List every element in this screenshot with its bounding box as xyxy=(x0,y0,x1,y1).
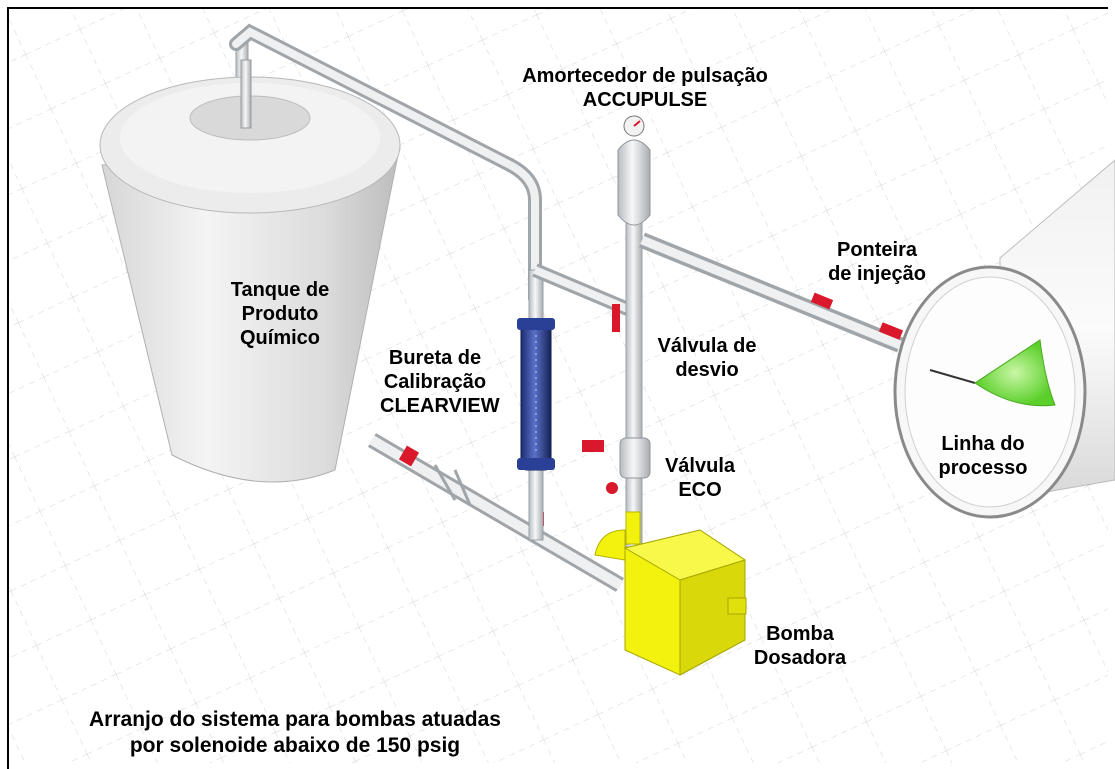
injector-label-line-1: Ponteira xyxy=(836,239,918,261)
eco-valve-label-line-2: ECO xyxy=(678,479,722,501)
burette-label: Bureta de Calibração CLEARVIEW xyxy=(380,346,500,418)
caption-line-2: por solenoide abaixo de 150 psig xyxy=(129,734,461,757)
bypass-line xyxy=(532,263,633,332)
tank-label-line-2: Produto xyxy=(241,303,319,325)
eco-valve-label: Válvula ECO xyxy=(650,454,750,502)
eco-valve-label-line-1: Válvula xyxy=(664,455,736,477)
process-line-label-line-1: Linha do xyxy=(941,433,1025,455)
injector-label: Ponteira de injeção xyxy=(792,238,962,286)
process-line xyxy=(893,159,1115,519)
tank-label-line-3: Químico xyxy=(239,327,320,349)
process-line-label: Linha do processo xyxy=(918,432,1048,480)
pump-label-line-1: Bomba xyxy=(766,623,834,645)
injector-label-line-2: de injeção xyxy=(828,263,926,285)
pump-label-line-2: Dosadora xyxy=(753,647,847,669)
damper-label-line-2: ACCUPULSE xyxy=(582,89,708,111)
diagram-caption: Arranjo do sistema para bombas atuadas p… xyxy=(15,707,575,759)
bypass-valve-label-line-2: desvio xyxy=(675,359,739,381)
tank-label: Tanque de Produto Químico xyxy=(185,278,375,350)
burette-label-line-2: Calibração xyxy=(383,371,487,393)
metering-pump xyxy=(594,511,747,676)
burette-column xyxy=(517,269,555,541)
pump-label: Bomba Dosadora xyxy=(725,622,875,670)
damper-label: Amortecedor de pulsação ACCUPULSE xyxy=(470,64,820,112)
bypass-valve-label: Válvula de desvio xyxy=(632,334,782,382)
process-line-label-line-2: processo xyxy=(938,457,1028,479)
burette-label-line-3: CLEARVIEW xyxy=(380,395,500,417)
chemical-tank xyxy=(99,59,401,483)
injection-line xyxy=(638,232,904,353)
caption-line-1: Arranjo do sistema para bombas atuadas xyxy=(89,708,501,731)
damper-label-line-1: Amortecedor de pulsação xyxy=(522,65,768,87)
frame-border xyxy=(7,7,1108,769)
burette-label-line-1: Bureta de xyxy=(388,347,482,369)
bypass-valve-label-line-1: Válvula de xyxy=(657,335,757,357)
tank-label-line-1: Tanque de xyxy=(230,279,330,301)
